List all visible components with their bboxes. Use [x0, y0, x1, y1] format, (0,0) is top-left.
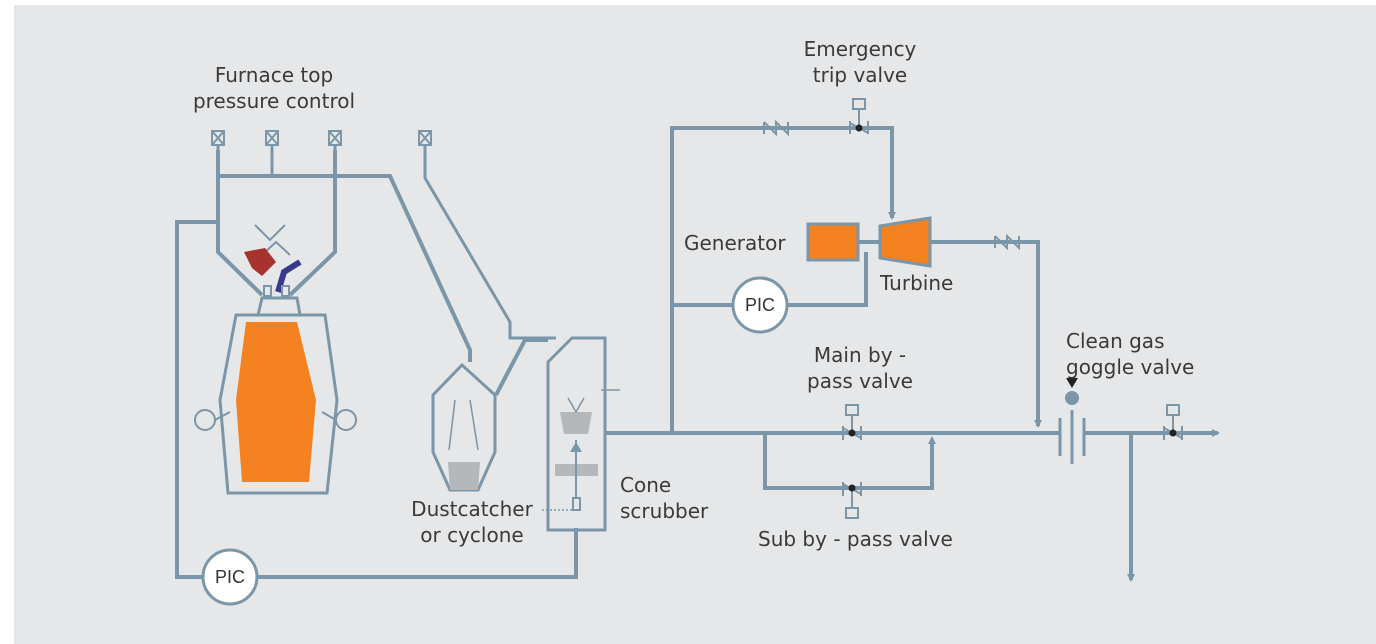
blast-furnace [194, 224, 357, 495]
turbine [878, 216, 932, 268]
pic-furnace-bubble: PIC [201, 548, 259, 606]
generator [806, 222, 860, 262]
clean-gas-goggle-valve [1058, 378, 1086, 464]
emergency-trip-valve [849, 98, 869, 134]
pic-turbine-label: PIC [745, 295, 775, 315]
clean-gas-goggle-valve-label: Clean gas goggle valve [1066, 329, 1195, 379]
pic-line [672, 252, 868, 307]
furnace-top-valve-stems [216, 145, 427, 176]
furnace-molten-charge [236, 322, 316, 482]
dustcatcher [431, 362, 497, 492]
sub-bypass-branch [763, 433, 934, 490]
sub-bypass-valve-label: Sub by - pass valve [758, 527, 953, 551]
pic-furnace-label: PIC [215, 567, 245, 587]
furnace-left-loop-pipe [175, 220, 218, 579]
hot-metal-hopper [244, 248, 276, 276]
pic-turbine-bubble: PIC [731, 276, 789, 334]
manual-valve-top [763, 119, 789, 137]
dustcatcher-label: Dustcatcher or cyclone [411, 497, 533, 547]
cone-scrubber-label: Cone scrubber [620, 473, 709, 523]
furnace-top-pressure-control-label: Furnace top pressure control [192, 63, 356, 113]
sub-bypass-valve [842, 482, 862, 519]
main-bypass-valve [842, 404, 862, 440]
uptake-second-pipe [423, 150, 556, 340]
main-bypass-valve-label: Main by - pass valve [807, 343, 913, 393]
furnace-top-valves [211, 130, 432, 146]
manual-valve-outlet [994, 233, 1020, 251]
dustcatcher-to-scrubber-pipe [494, 338, 548, 396]
furnace-bottom-pic-pipe [258, 528, 578, 579]
diagram-background [14, 5, 1376, 644]
outlet-valve [1163, 404, 1183, 440]
turbine-label: Turbine [880, 271, 954, 295]
generator-label: Generator [684, 231, 786, 255]
emergency-trip-valve-label: Emergency trip valve [803, 37, 917, 87]
turbine-outlet-pipe [930, 240, 1040, 420]
cold-charge-chute [275, 259, 302, 293]
furnace-uptake-pipe [216, 150, 472, 362]
